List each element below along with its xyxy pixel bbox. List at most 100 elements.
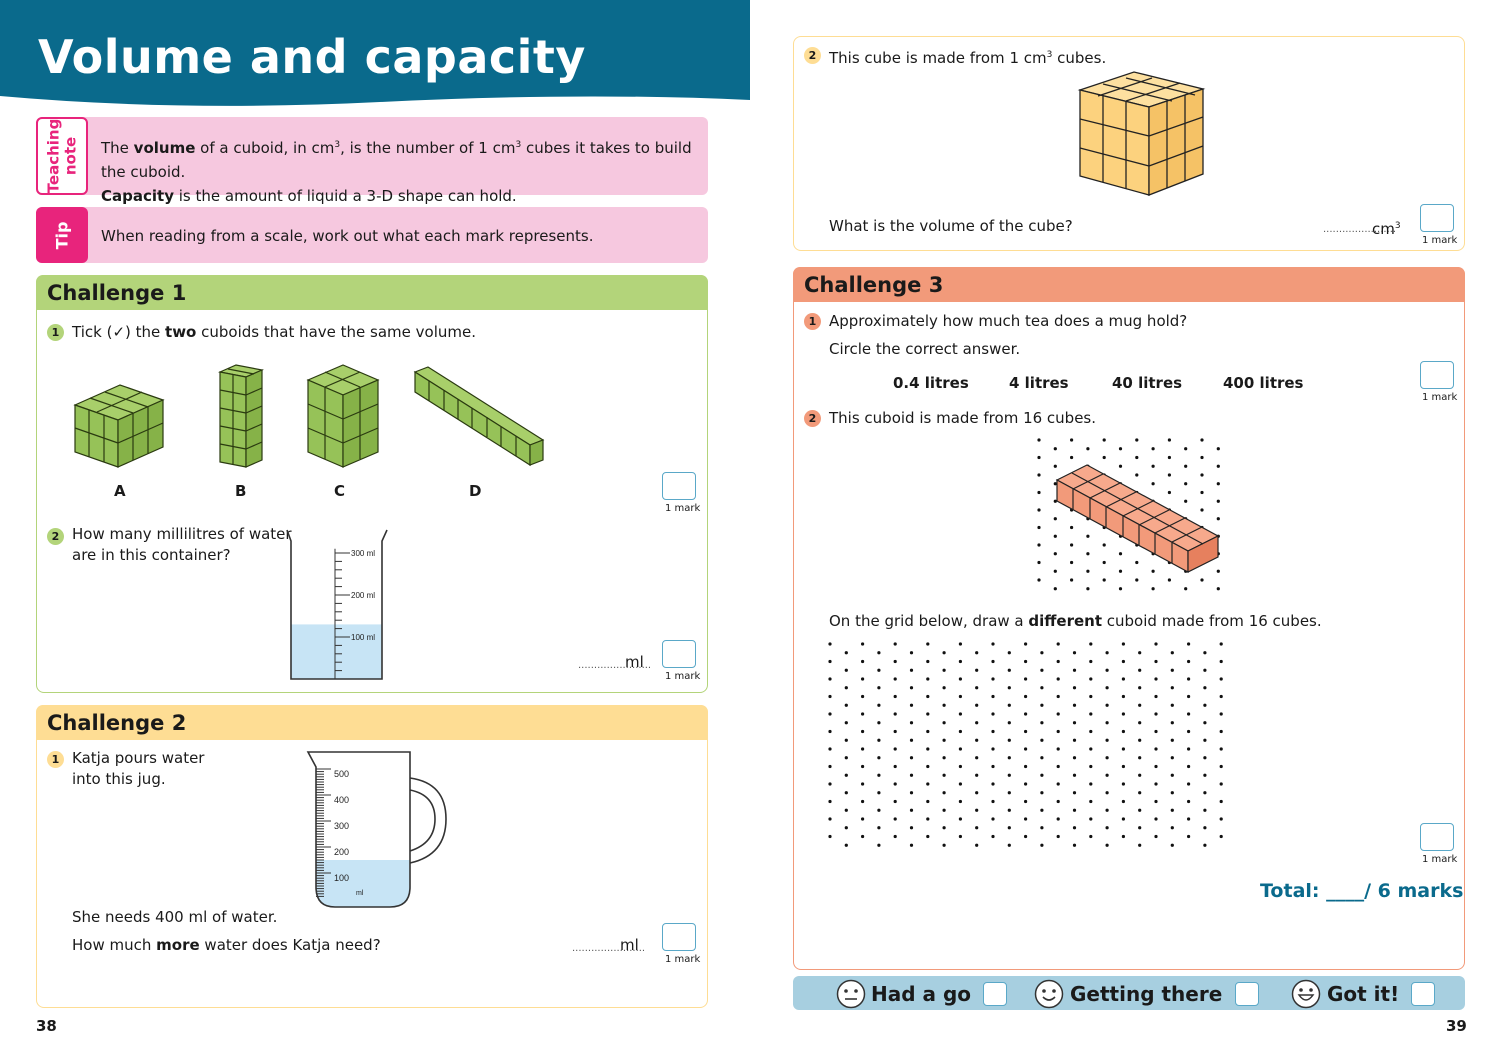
teaching-note-box	[36, 117, 708, 195]
grid-dot	[1056, 834, 1060, 839]
jug-scale-unit: ml	[356, 890, 364, 897]
grid-dot	[1053, 499, 1057, 503]
mark-box[interactable]	[662, 923, 696, 951]
challenge-3-heading: Challenge 3	[793, 267, 1465, 302]
grid-dot	[1037, 543, 1041, 547]
total-marks: Total: ____/ 6 marks	[1260, 880, 1464, 902]
grid-dot	[975, 843, 979, 847]
grid-dot	[1203, 773, 1207, 777]
grid-dot	[926, 659, 930, 664]
grid-dot	[1102, 455, 1106, 460]
grid-dot	[1105, 686, 1109, 690]
grid-dot	[1203, 651, 1207, 655]
grid-dot	[1216, 569, 1220, 573]
grid-dot	[1170, 738, 1174, 742]
confidence-got-it[interactable]: Got it!	[1291, 979, 1436, 1009]
grid-dot	[1167, 578, 1171, 582]
scale-label: 300 ml	[351, 549, 375, 558]
page-header-band	[0, 0, 750, 108]
confidence-checkbox[interactable]	[1235, 982, 1260, 1006]
grid-dot	[1151, 447, 1155, 451]
grid-dot	[1121, 817, 1125, 821]
challenge-3-q2-text: This cuboid is made from 16 cubes.	[829, 409, 1097, 427]
grid-dot	[909, 773, 914, 777]
jug-scale-label: 400	[334, 795, 349, 805]
tip-box	[36, 207, 708, 263]
grid-dot	[1135, 560, 1139, 565]
mark-box[interactable]	[1420, 361, 1454, 389]
grid-dot	[1040, 721, 1044, 725]
grid-dot	[991, 659, 995, 664]
cuboid-a-icon	[73, 384, 165, 468]
grid-dot	[1138, 703, 1142, 707]
grid-dot	[909, 721, 914, 725]
grid-dot	[991, 712, 995, 716]
answer-line[interactable]: .......................	[572, 943, 646, 954]
grid-dot	[909, 826, 914, 830]
mark-box[interactable]	[1420, 823, 1454, 851]
teaching-note-tab	[36, 117, 88, 195]
grid-dot	[1089, 799, 1093, 804]
answer-option[interactable]: 40 litres	[1112, 374, 1183, 392]
confidence-checkbox[interactable]	[1411, 982, 1436, 1006]
grid-dot	[942, 738, 946, 742]
grid-dot	[1040, 703, 1044, 707]
answer-line[interactable]: .......................	[1323, 224, 1397, 235]
mark-label: 1 mark	[1422, 392, 1458, 403]
grid-dot	[942, 826, 946, 830]
grid-dot	[1056, 782, 1060, 786]
grid-dot	[1154, 799, 1158, 804]
grid-dot	[844, 686, 848, 690]
confidence-checkbox[interactable]	[983, 982, 1008, 1006]
mark-label: 1 mark	[665, 503, 701, 514]
grid-dot	[1070, 438, 1074, 442]
grid-dot	[1138, 686, 1142, 690]
grid-dot	[1138, 843, 1142, 847]
grid-dot	[1024, 642, 1028, 646]
answer-option[interactable]: 400 litres	[1223, 374, 1304, 392]
grid-dot	[1184, 464, 1188, 468]
grid-dot	[1070, 525, 1074, 530]
grid-dot	[877, 826, 881, 830]
grid-dot	[1219, 694, 1223, 699]
question-number: 2	[804, 47, 821, 64]
grid-dot	[1118, 587, 1123, 591]
mark-box[interactable]	[662, 640, 696, 668]
grid-dot	[844, 703, 848, 707]
grid-dot	[1007, 686, 1011, 690]
grid-dot	[893, 729, 897, 734]
grid-dot	[1170, 756, 1174, 760]
grid-dot	[1219, 659, 1223, 664]
grid-dot	[893, 659, 897, 664]
big-smile-face-icon	[1291, 979, 1321, 1009]
grid-dot	[1037, 525, 1041, 530]
answer-unit: cm3	[1372, 220, 1401, 238]
isometric-drawing-grid[interactable]	[822, 638, 1224, 856]
grid-dot	[1216, 447, 1220, 451]
grid-dot	[1118, 447, 1123, 451]
grid-dot	[1167, 490, 1171, 495]
question-number: 1	[47, 751, 64, 768]
grid-dot	[1135, 473, 1139, 477]
mark-box[interactable]	[1420, 204, 1454, 232]
confidence-getting-there[interactable]: Getting there	[1034, 979, 1260, 1009]
grid-dot	[893, 694, 897, 699]
grid-dot	[828, 659, 832, 664]
answer-option[interactable]: 0.4 litres	[893, 374, 969, 392]
grid-dot	[877, 668, 881, 672]
challenge-3-draw-instruction: On the grid below, draw a different cubo…	[829, 612, 1322, 630]
cube-question-panel	[793, 36, 1465, 251]
answer-line[interactable]: .......................	[578, 660, 652, 671]
cube-question-text: This cube is made from 1 cm3 cubes.	[829, 49, 1107, 67]
answer-option[interactable]: 4 litres	[1009, 374, 1069, 392]
mark-box[interactable]	[662, 472, 696, 500]
grid-dot	[844, 808, 848, 812]
grid-dot	[1154, 659, 1158, 664]
grid-dot	[861, 764, 865, 769]
grid-dot	[1070, 543, 1074, 547]
grid-dot	[1154, 642, 1158, 646]
grid-dot	[893, 782, 897, 786]
grid-dot	[1056, 694, 1060, 699]
grid-dot	[1072, 826, 1077, 830]
confidence-had-a-go[interactable]: Had a go	[836, 979, 1008, 1009]
